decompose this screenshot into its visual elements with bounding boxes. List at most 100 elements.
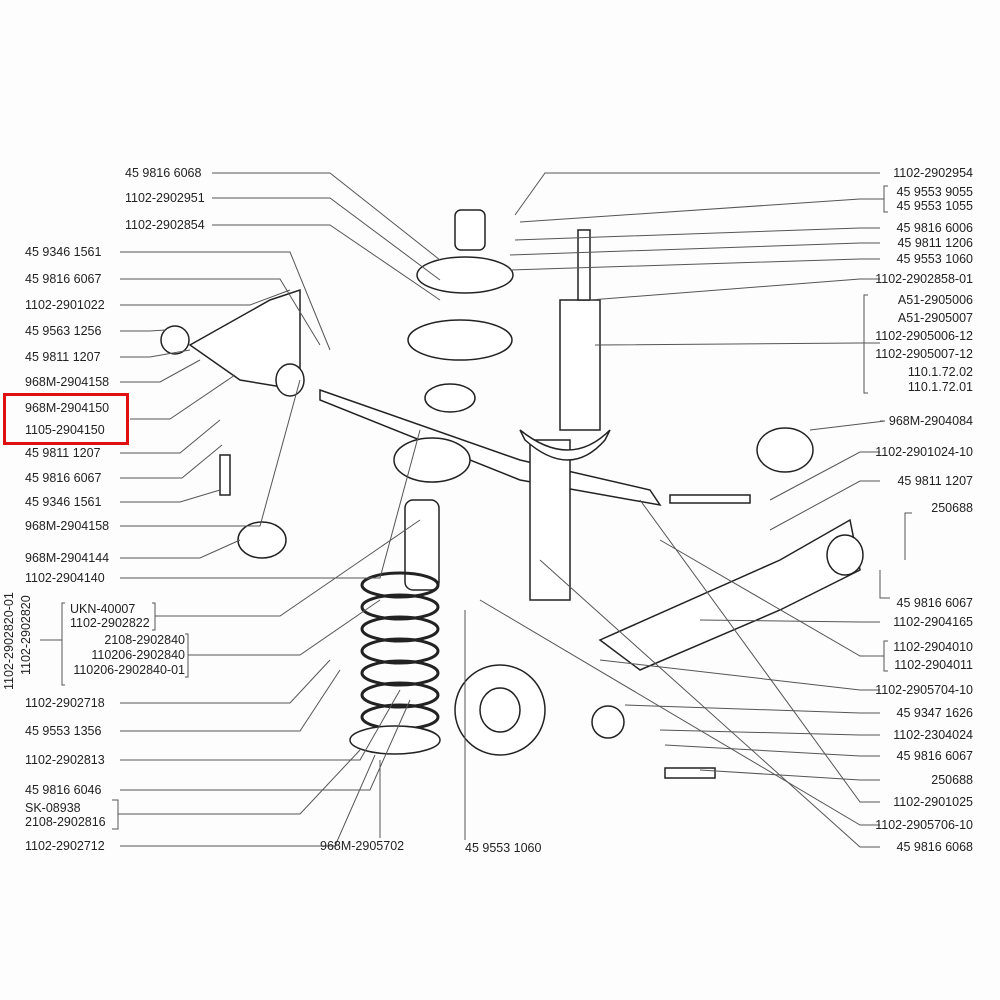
leader-line [188,599,381,656]
part-number-label: 968M-2904158 [25,519,110,533]
part-number-label: 1102-2902854 [125,218,205,232]
part-number-label: 1102-2902951 [125,191,205,205]
leader-line [589,278,880,301]
leader-line [120,278,321,346]
leader-line [120,539,241,559]
leader-line [120,379,301,527]
leader-line [514,227,880,241]
leader-line [120,359,201,383]
part-number-label: 45 9811 1207 [897,474,973,488]
leader-line [61,602,65,686]
leader-line [883,640,888,672]
dust-boot [404,499,440,591]
highlighted-part-label: 1105-2904150 [25,423,105,437]
spring-coil [360,615,440,643]
leader-line [212,197,441,281]
part-number-label: 1102-2902858-01 [875,272,973,286]
leader-line [883,185,888,213]
leader-line [509,258,880,271]
part-number-label: A51-2905007 [897,311,973,325]
part-number-label: 1102-2902822 [70,616,150,630]
piston-rod [577,229,591,301]
bushing-968M-2904084 [756,427,814,473]
leader-line [769,451,880,501]
rebound-buffer [454,209,486,251]
bushing-small [160,325,190,355]
leader-line [539,559,880,848]
leader-line [514,172,880,216]
bolt-arm [669,494,751,504]
part-number-label: 1102-2905006-12 [875,329,973,343]
part-number-label: 45 9346 1561 [25,245,102,259]
leader-line [120,349,191,358]
top-mount-lower [407,319,513,361]
part-number-label: 1102-2905706-10 [875,818,973,832]
part-number-label: 45 9816 6068 [896,840,973,854]
spring-coil [360,637,440,665]
leader-line [120,659,331,704]
lower-control-arm [598,518,861,671]
part-number-label: 1102-2901025 [893,795,973,809]
part-number-label: 1102-2901022 [25,298,105,312]
leader-line [120,289,291,306]
part-number-label: 1102-2304024 [893,728,973,742]
leader-line [112,799,119,830]
leader-line [769,480,880,531]
part-number-label: 45 9811 1206 [897,236,973,250]
leader-line [624,704,880,714]
spring-coil [360,571,440,599]
part-number-label: 968M-2904084 [888,414,973,428]
part-number-label: 968M-2904144 [25,551,110,565]
leader-line [863,294,868,394]
leader-line [664,744,880,757]
part-number-label: 45 9811 1207 [25,446,101,460]
leader-line [599,659,880,691]
part-number-label: 1102-2904165 [893,615,973,629]
strut-lower [529,439,571,601]
part-number-label: 1102-2905007-12 [875,347,973,361]
leader-line [120,489,221,503]
leader-line [155,519,421,617]
part-number-label: 110.1.72.01 [907,380,973,394]
leader-line [120,429,421,579]
part-number-label: 1102-2904010 [893,640,973,654]
part-number-label: 1102-2905704-10 [875,683,973,697]
spring-upper-insulator [393,437,471,483]
strut-body [559,299,601,431]
spring-seat [349,725,441,755]
part-number-label: 1102-2902813 [25,753,105,767]
bearing [424,383,476,413]
part-number-label: 1102-2904011 [894,658,973,672]
leader-line [185,633,189,678]
part-number-label: 250688 [931,773,973,787]
part-number-label: 110206-2902840-01 [73,663,185,677]
leader-line [659,729,880,736]
stabilizer-bar [319,388,662,507]
part-number-label: 45 9553 1356 [25,724,102,738]
leader-line [879,570,890,599]
part-number-label: 45 9553 1060 [896,252,973,266]
part-number-label: 45 9816 6006 [896,221,973,235]
leader-line [212,172,441,261]
leader-line [809,420,886,431]
spring-cup [519,429,611,461]
leader-line [212,224,441,301]
part-number-label: 250688 [931,501,973,515]
assembly-label-vertical: 1102-2902820-01 [2,592,16,690]
part-number-label: 45 9563 1256 [25,324,102,338]
spring-coil [360,593,440,621]
spring-coil [360,681,440,709]
part-number-label: 110.1.72.02 [907,365,973,379]
leader-line [699,619,880,623]
part-number-label: 1102-2902718 [25,696,105,710]
leader-line [120,699,411,791]
leader-line [120,251,331,351]
part-number-label: 45 9346 1561 [25,495,102,509]
leader-line [699,769,880,781]
leader-line [120,329,166,332]
leader-line [120,754,376,847]
part-number-label: 2108-2902840 [104,633,185,647]
part-number-label: 45 9347 1626 [896,706,973,720]
part-number-label: 45 9816 6067 [25,272,102,286]
bolt [219,454,231,496]
